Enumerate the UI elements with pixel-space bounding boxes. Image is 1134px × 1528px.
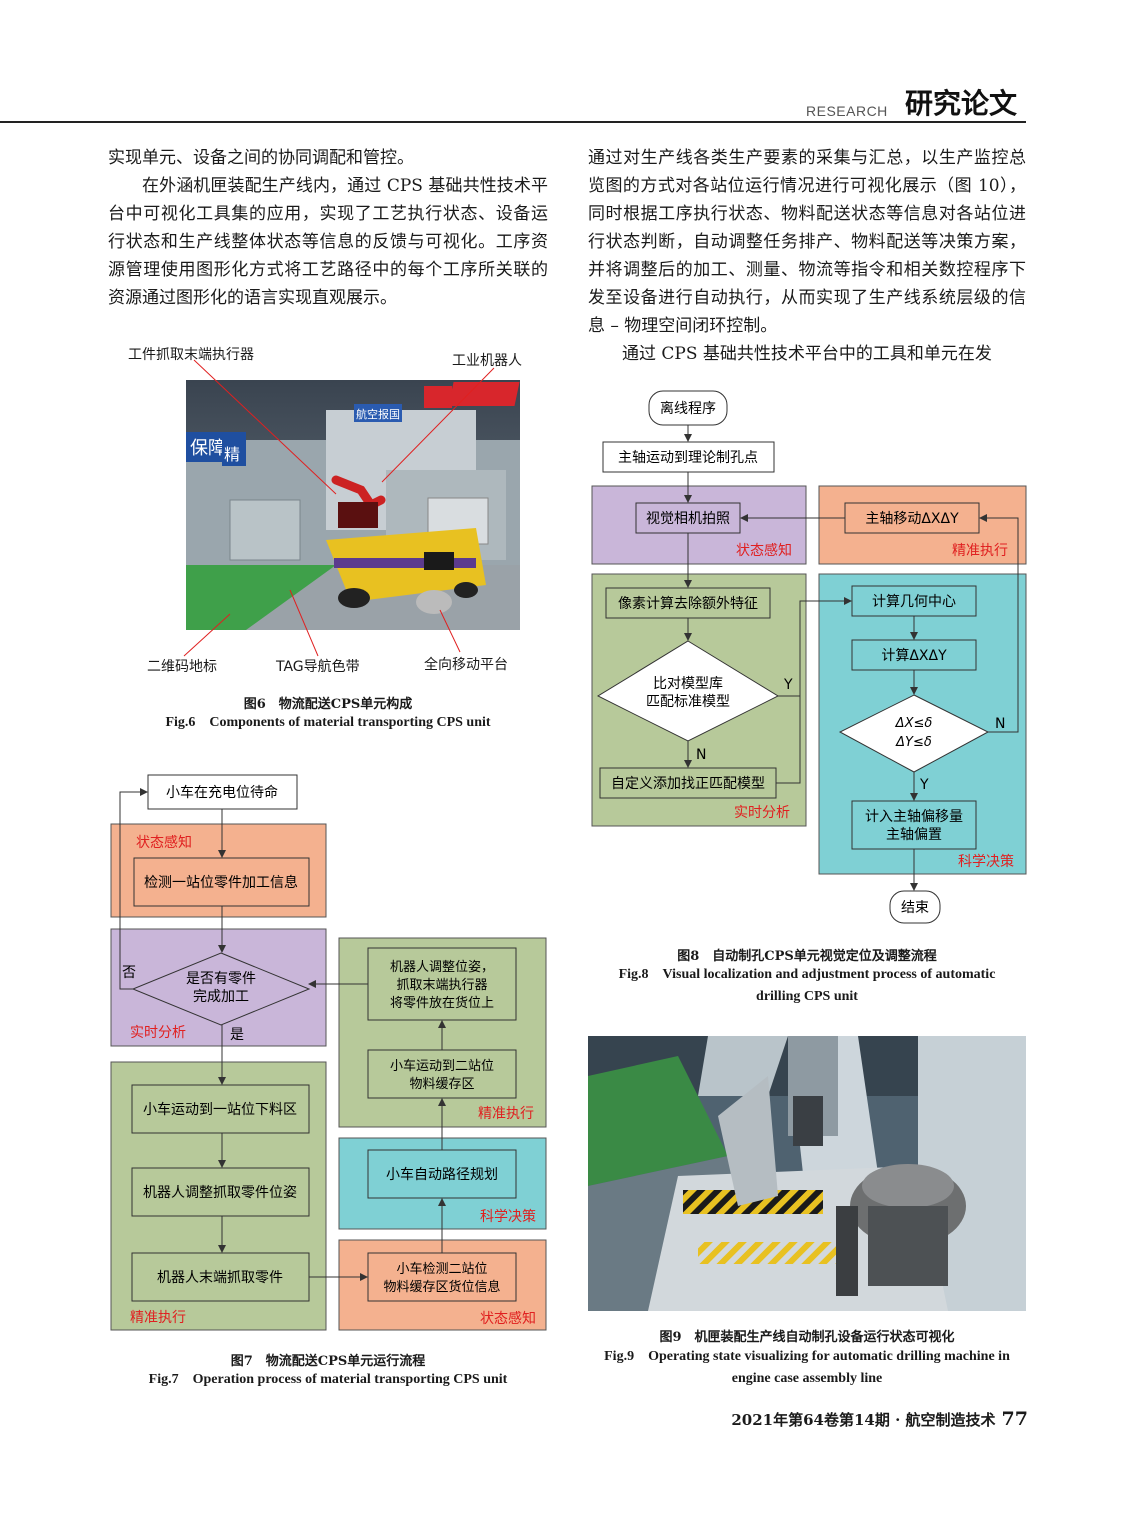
fig8-spindle-text: 主轴运动到理论制孔点 [618,450,758,466]
fig7-robot-line-3: 将零件放在货位上 [390,995,494,1011]
fig7-move-2-line-1: 小车运动到二站位 [390,1058,494,1074]
fig6-label-robot: 工业机器人 [452,353,522,369]
left-paragraph-2: 在外涵机匣装配生产线内，通过 CPS 基础共性技术平台中可视化工具集的应用，实现… [108,176,548,308]
fig7-robot-line-2: 抓取末端执行器 [396,978,487,993]
fig7-detect-2-line-2: 物料缓存区货位信息 [383,1279,500,1295]
fig8-offset-line-2: 主轴偏置 [886,827,942,843]
fig7-zone-exec-2-label: 精准执行 [478,1106,534,1122]
fig7-robot-box [367,947,517,1021]
fig7-move-2-line-2: 物料缓存区 [409,1077,474,1092]
page-number: 77 [1001,1408,1028,1430]
fig6-caption-en: Fig.6 Components of material transportin… [165,715,491,730]
fig6-sign-1: 航空报国 [356,407,400,421]
header-section-cn: 研究论文 [905,87,1018,120]
fig7-grab-box [131,1252,310,1302]
fig6-photo: 保障 精 航空报国 [186,380,520,630]
fig7-detect-1-box [133,857,310,907]
fig7-zone-analysis-label: 实时分析 [130,1025,186,1041]
fig7-decision-line-2: 完成加工 [193,989,249,1005]
fig6-label-tag: TAG导航色带 [276,659,360,675]
fig8-center-text: 计算几何中心 [872,594,956,610]
fig8-y1-label: Y [783,677,793,693]
fig8-flowchart: 离线程序 主轴运动到理论制孔点 视觉相机拍照 状态感知 主轴移动ΔXΔY 精准执… [591,390,1027,924]
fig7-zone-state-1-label: 状态感知 [136,834,192,851]
fig7-zone-decision-label: 科学决策 [480,1208,536,1225]
fig6-sign-2: 保障 [190,438,226,459]
fig8-zone-exec-label: 精准执行 [952,543,1008,559]
right-paragraph-2: 通过 CPS 基础共性技术平台中的工具和单元在发 [622,344,992,364]
fig7-grab-text: 机器人末端抓取零件 [157,1270,283,1286]
fig8-compare-line-1: 比对模型库 [653,676,723,692]
fig9-caption-en-2: engine case assembly line [731,1371,883,1386]
page-footer: 2021年第64卷第14期 · 航空制造技术 77 [731,1408,1028,1430]
fig8-zone-state-label: 状态感知 [736,542,792,559]
fig7-caption-en: Fig.7 Operation process of material tran… [148,1372,508,1387]
fig7-start-text: 小车在充电位待命 [166,784,278,801]
fig8-offline-text: 离线程序 [660,400,716,417]
header-rule [0,121,1026,123]
fig8-caption-cn: 图8 自动制孔CPS单元视觉定位及调整流程 [677,949,937,964]
fig7-zone-exec-1-label: 精准执行 [130,1310,186,1326]
fig7-detect-1-text: 检测一站位零件加工信息 [144,874,298,891]
fig8-offset-box [851,800,977,850]
fig8-pixel-text: 像素计算去除额外特征 [618,596,758,612]
fig8-custom-text: 自定义添加找正匹配模型 [611,776,765,792]
fig7-detect-2-line-1: 小车检测二站位 [396,1261,487,1277]
fig9-render [588,1036,1026,1311]
fig7-plan-text: 小车自动路径规划 [386,1166,498,1183]
fig9-caption-cn: 图9 机匣装配生产线自动制孔设备运行状态可视化 [659,1330,955,1345]
fig7-adjust-box [131,1167,310,1217]
fig8-camera-text: 视觉相机拍照 [646,511,730,527]
header-section-en: RESEARCH [806,103,888,119]
fig8-custom-box [599,767,777,799]
left-paragraph-1: 实现单元、设备之间的协同调配和管控。 [108,148,414,168]
fig8-move-box [844,502,980,534]
fig7-flowchart: 小车在充电位待命 状态感知 检测一站位零件加工信息 是否有零件 完成加工 否 是… [110,774,547,1331]
fig8-y2-label: Y [919,777,929,793]
fig7-decision-diamond [131,952,311,1026]
fig7-detect-2-box [367,1252,517,1302]
fig8-n2-label: N [995,716,1005,732]
fig7-caption-cn: 图7 物流配送CPS单元运行流程 [230,1354,426,1369]
fig9-caption-en-1: Fig.9 Operating state visualizing for au… [604,1349,1010,1364]
fig8-end-box [889,890,941,924]
fig8-end-text: 结束 [901,900,929,916]
fig7-move-2-box [367,1049,517,1099]
fig6-label-qr: 二维码地标 [147,659,217,675]
right-column-text: 通过对生产线各类生产要素的采集与汇总，以生产监控总览图的方式对各站位运行情况进行… [588,144,1026,368]
fig8-spindle-box [602,441,775,473]
fig8-calc-box [851,639,977,671]
fig8-caption-en-2: drilling CPS unit [756,989,858,1004]
fig7-move-1-box [131,1084,310,1134]
fig8-compare-line-2: 匹配标准模型 [646,694,730,710]
fig7-move-1-text: 小车运动到一站位下料区 [143,1101,297,1118]
fig7-robot-line-1: 机器人调整位姿， [390,959,494,975]
fig8-offset-line-1: 计入主轴偏移量 [865,809,963,825]
fig8-cond-line-1: ΔX≤δ [895,716,933,731]
fig8-zone-decision-label: 科学决策 [958,853,1014,870]
fig8-move-text: 主轴移动ΔXΔY [865,511,959,527]
left-column-text: 实现单元、设备之间的协同调配和管控。 在外涵机匣装配生产线内，通过 CPS 基础… [108,144,548,312]
fig8-calc-text: 计算ΔXΔY [881,648,947,664]
fig6-sign-3: 精 [224,445,240,464]
fig6-label-end-effector: 工件抓取末端执行器 [128,347,254,363]
fig8-zone-analysis-label: 实时分析 [734,805,790,821]
fig8-caption-en-1: Fig.8 Visual localization and adjustment… [618,967,996,982]
fig7-no-label: 否 [122,965,136,981]
fig6-label-platform: 全向移动平台 [424,657,508,673]
fig6-caption-cn: 图6 物流配送CPS单元构成 [243,697,413,712]
fig8-cond-line-2: ΔY≤δ [895,735,932,750]
fig8-n1-label: N [696,747,706,763]
right-paragraph-1: 通过对生产线各类生产要素的采集与汇总，以生产监控总览图的方式对各站位运行情况进行… [588,148,1026,336]
fig7-adjust-text: 机器人调整抓取零件位姿 [143,1185,297,1201]
fig7-zone-state-2-label: 状态感知 [480,1310,536,1327]
fig7-yes-label: 是 [230,1027,244,1043]
fig8-pixel-box [605,587,771,619]
fig6-pointer-lines [183,359,495,657]
footer-issue: 2021年第64卷第14期 · 航空制造技术 [731,1411,996,1429]
fig7-decision-line-1: 是否有零件 [186,971,256,987]
